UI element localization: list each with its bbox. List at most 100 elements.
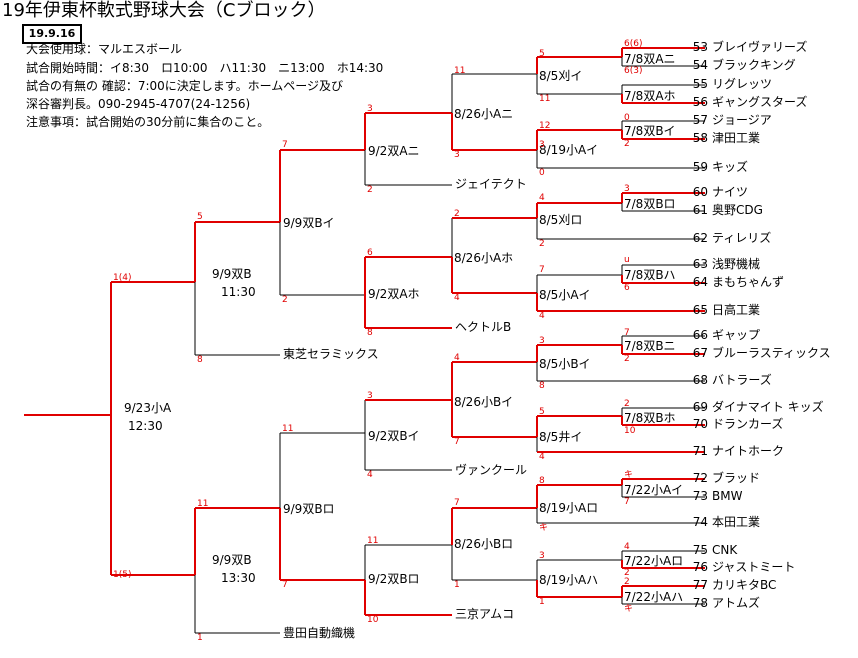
score-label: 3 [539,140,545,150]
team-number: 59 [692,160,708,174]
team-name: カリキタBC [712,578,777,592]
score-label: 1(4) [113,273,132,283]
score-label: キ [624,470,634,480]
team-number: 75 [692,543,708,557]
match-label: 7/22小Aハ [624,590,684,604]
team-number: 78 [692,596,708,610]
score-label: 4 [454,293,460,303]
match-label: 9/9双B [212,553,252,567]
match-label: 12:30 [128,419,163,433]
score-label: 4 [539,452,545,462]
match-label: 9/2双Bイ [368,429,420,443]
score-label: 7 [282,580,288,590]
team-name: ダイナマイト キッズ [712,400,824,414]
score-label: 5 [539,49,545,59]
team-name: ジャストミート [712,560,796,574]
score-label: 8 [539,476,545,486]
info-line: 深谷審判長。090-2945-4707(24-1256) [26,97,251,111]
score-label: 4 [539,193,545,203]
info-line: 注意事項：試合開始の30分前に集合のこと。 [26,115,270,129]
score-label: 1(5) [113,570,132,580]
score-label: 2 [624,568,630,578]
team-number: 68 [692,373,708,387]
match-label: 7/8双Bイ [624,124,676,138]
score-label: 3 [367,104,373,114]
team-name: アトムズ [712,596,761,610]
team-name: 東芝セラミックス [283,347,379,361]
info-line: 試合の有無の 確認：7:00に決定します。ホームページ及び [26,79,343,93]
score-label: 11 [197,499,209,509]
team-number: 76 [692,560,708,574]
team-number: 70 [692,417,708,431]
team-name: ヘクトルB [455,320,512,334]
score-label: 6 [367,248,373,258]
team-number: 56 [692,95,708,109]
team-number: 60 [692,185,708,199]
team-name: ブラッド [712,471,761,485]
team-entry: 70 ドランカーズ [680,417,784,431]
info-line: 大会使用球：マルエスボール [26,42,183,56]
match-label: 9/2双Aホ [368,287,420,301]
team-number: 77 [692,578,708,592]
match-label: 8/26小Bイ [454,395,514,409]
team-entry: 78 アトムズ [680,596,760,610]
team-name: ドランカーズ [712,417,784,431]
date-badge: 19.9.16 [22,24,82,44]
team-name: ブレイヴァリーズ [712,40,808,54]
score-label: 4 [624,542,630,552]
team-name: 浅野機械 [712,257,761,271]
match-label: 13:30 [221,571,256,585]
match-label: 7/22小Aロ [624,554,684,568]
team-name: リグレッツ [712,77,773,91]
team-name: 三京アムコ [455,607,515,621]
score-label: 11 [454,66,466,76]
score-label: キ [624,604,634,614]
score-label: 7 [282,140,288,150]
score-label: 6 [624,283,630,293]
score-label: 1 [454,580,460,590]
match-label: 8/19小Aロ [539,501,599,515]
score-label: 8 [539,381,545,391]
score-label: 2 [539,239,545,249]
team-name: ブラックキング [712,58,796,72]
info-line: 試合開始時間：イ8:30 ロ10:00 ハ11:30 ニ13:00 ホ14:30 [26,61,384,75]
score-label: 2 [282,295,288,305]
match-label: 8/26小Aホ [454,251,514,265]
team-number: 72 [692,471,708,485]
team-name: キッズ [712,160,749,174]
match-label: 7/8双Bハ [624,268,676,282]
match-label: 9/9双B [212,267,252,281]
match-label: 9/2双Bロ [368,572,420,586]
match-label: 9/9双Bイ [283,216,335,230]
score-label: 11 [367,536,379,546]
score-label: 3 [539,551,545,561]
match-label: 9/23小A [124,401,172,415]
score-label: 1 [539,597,545,607]
match-label: 8/5小Aイ [539,288,591,302]
team-name: ギャングスターズ [712,95,808,109]
score-label: 2 [624,577,630,587]
score-label: 7 [454,498,460,508]
team-name: ブルーラスティックス [712,346,831,360]
score-label: 11 [539,94,551,104]
score-label: 4 [539,311,545,321]
team-number: 58 [692,131,708,145]
team-number: 73 [692,489,708,503]
score-label: 3 [454,150,460,160]
match-label: 8/26小Aニ [454,107,514,121]
score-label: 3 [367,391,373,401]
score-label: 3 [539,336,545,346]
team-number: 66 [692,328,708,342]
match-label: 7/8双Bニ [624,339,676,353]
score-label: 6(3) [624,66,643,76]
